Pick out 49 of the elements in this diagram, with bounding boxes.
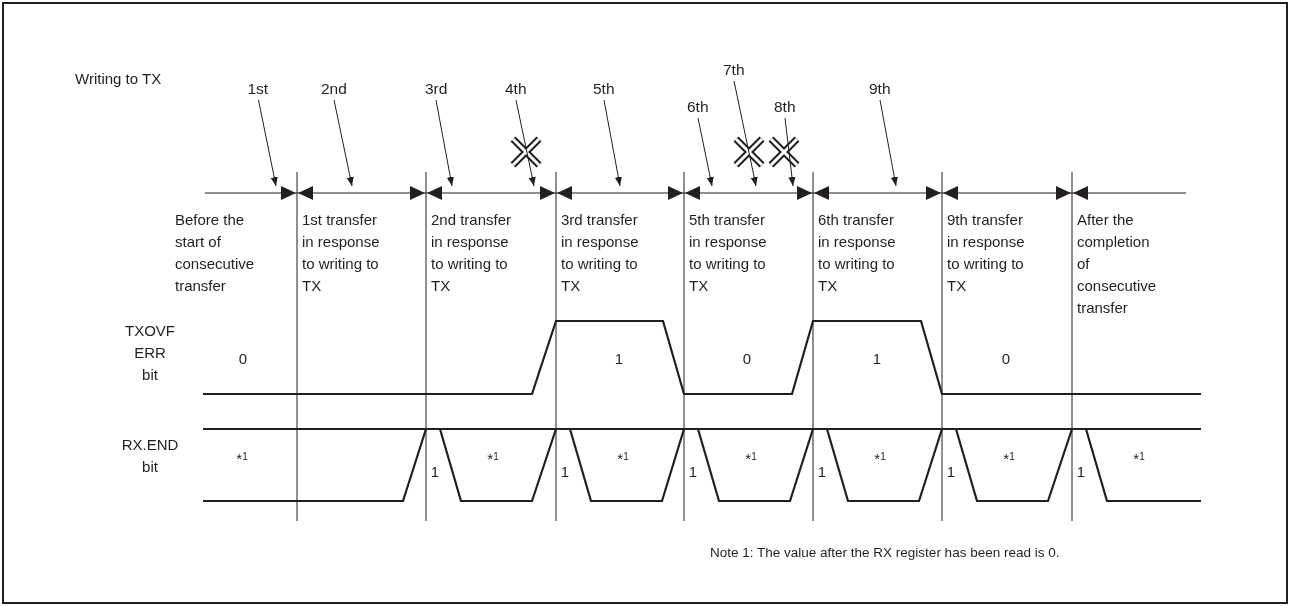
sequence-label: 5th xyxy=(593,80,615,98)
sequence-label: 7th xyxy=(723,61,745,79)
bit-value: 1 xyxy=(687,462,699,482)
period-description: After the completion of consecutive transfer xyxy=(1077,210,1158,318)
arrow xyxy=(603,99,622,187)
period-description: 5th transfer in response to writing to TX xyxy=(689,210,768,296)
period-description: 1st transfer in response to writing to TX xyxy=(302,210,381,296)
period-description: 2nd transfer in response to writing to TX xyxy=(431,210,513,296)
bit-value: 1 xyxy=(429,462,441,482)
bit-value: 0 xyxy=(1000,349,1012,369)
bit-value: 1 xyxy=(559,462,571,482)
bit-value: 1 xyxy=(613,349,625,369)
bit-value: 1 xyxy=(945,462,957,482)
signal-name: TXOVF ERR bit xyxy=(124,321,176,385)
sequence-label: 3rd xyxy=(425,80,448,98)
arrow xyxy=(435,99,454,187)
arrow xyxy=(784,117,796,187)
sequence-label: 2nd xyxy=(321,80,347,98)
period-description: 9th transfer in response to writing to TX xyxy=(947,210,1026,296)
sequence-label: 1st xyxy=(247,80,269,98)
period-description: Before the start of consecutive transfer xyxy=(175,210,256,296)
sequence-label: 9th xyxy=(869,80,891,98)
bit-value: 1 xyxy=(871,349,883,369)
signal-name: RX.END bit xyxy=(120,435,180,477)
bit-value: *$^{1}$ xyxy=(744,449,758,469)
bit-value: *$^{1}$ xyxy=(486,449,500,469)
bit-value: *$^{1}$ xyxy=(1132,449,1146,469)
sequence-label: 4th xyxy=(505,80,527,98)
bit-value: *$^{1}$ xyxy=(616,449,630,469)
bit-value: 0 xyxy=(741,349,753,369)
bit-value: 1 xyxy=(1075,462,1087,482)
bit-value: 1 xyxy=(816,462,828,482)
time-axis xyxy=(204,186,1187,200)
arrow xyxy=(515,99,536,187)
footnote: Note 1: The value after the RX register has been read is 0. xyxy=(710,544,1060,562)
bit-value: 0 xyxy=(237,349,249,369)
bit-value: *$^{1}$ xyxy=(235,449,249,469)
sequence-label: 8th xyxy=(774,98,796,116)
arrow xyxy=(697,117,714,187)
sequence-label: 6th xyxy=(687,98,709,116)
bit-value: *$^{1}$ xyxy=(873,449,887,469)
period-description: 3rd transfer in response to writing to TX xyxy=(561,210,640,296)
arrow xyxy=(333,99,354,187)
arrow xyxy=(258,99,278,187)
period-description: 6th transfer in response to writing to TX xyxy=(818,210,897,296)
bit-value: *$^{1}$ xyxy=(1002,449,1016,469)
signal-name: Writing to TX xyxy=(75,69,162,89)
arrow xyxy=(879,99,898,187)
arrow xyxy=(733,80,758,187)
